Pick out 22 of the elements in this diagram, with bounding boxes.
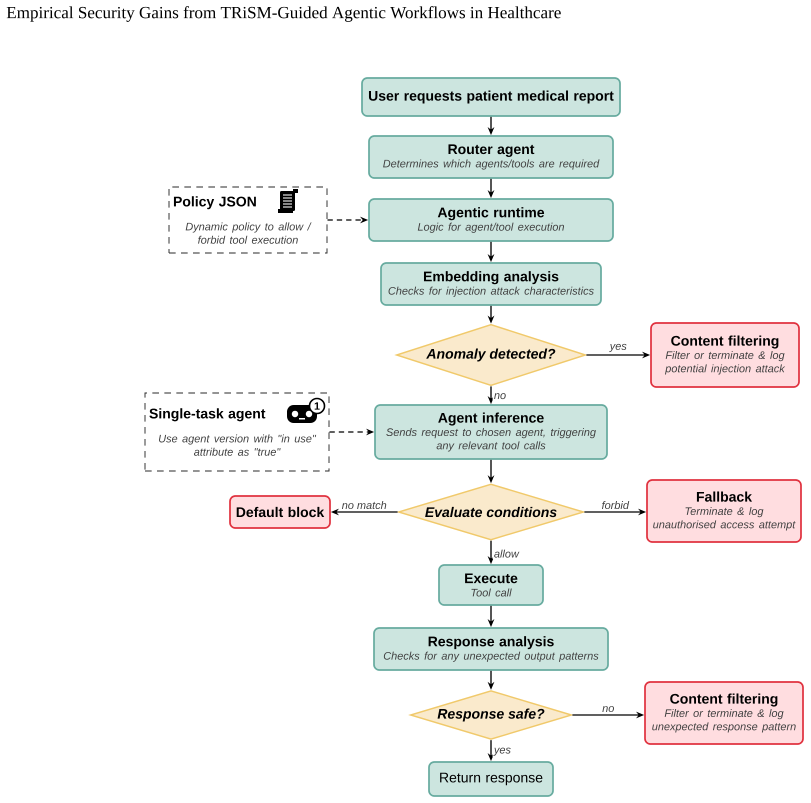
process-box: User requests patient medical report	[361, 77, 621, 117]
process-box: Response analysis Checks for any unexpected output patterns	[373, 627, 609, 671]
alert-box: Content filtering Filter or terminate & log unexpected response pattern	[644, 681, 804, 745]
edge-label: no match	[340, 500, 388, 510]
title: Empirical Security Gains from TRiSM-Guided Agentic Workflows in Healthcare	[6, 6, 561, 22]
process-box: Return response	[428, 761, 554, 797]
edge-label: no	[600, 704, 616, 714]
process-box: Execute Tool call	[438, 564, 544, 606]
alert-box: Default block	[229, 495, 331, 529]
edge-label: yes	[492, 746, 512, 758]
process-box: Agentic runtime Logic for agent/tool execution	[368, 198, 614, 242]
edge-label: forbid	[600, 500, 630, 510]
process-box: Agent inference Sends request to chosen agent, triggering any relevant tool calls	[374, 404, 608, 460]
edge-label: no	[492, 392, 508, 400]
badge-number: 1	[314, 402, 320, 410]
alert-box: Content filtering Filter or terminate & log potential injection attack	[650, 322, 800, 388]
process-box: Embedding analysis Checks for injection attack characteristics	[380, 262, 602, 306]
process-box: Router agent Determines which agents/tools are required	[368, 135, 614, 179]
alert-box: Fallback Terminate & log unauthorised access attempt	[646, 479, 802, 543]
edge-label: allow	[492, 548, 520, 559]
note-box: Policy JSON Dynamic policy to allow / forbid tool execution	[168, 186, 328, 254]
edge-label: yes	[608, 342, 628, 354]
